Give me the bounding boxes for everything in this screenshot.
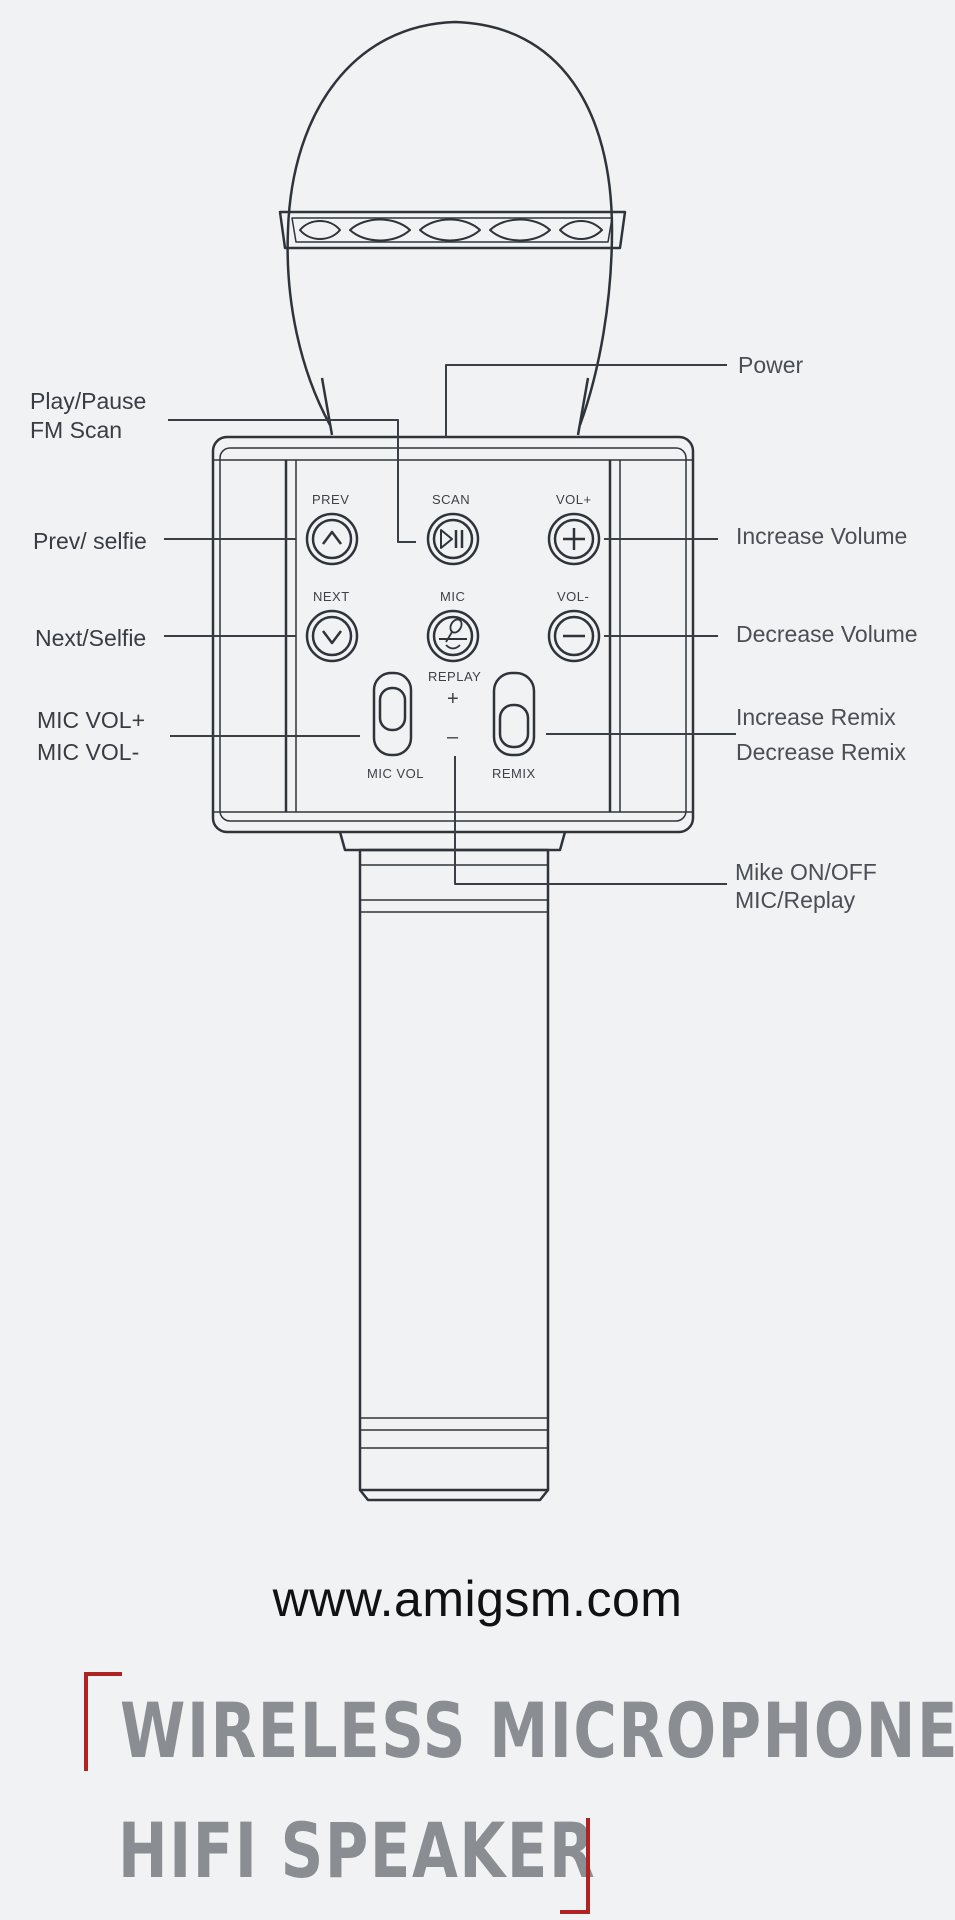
prev-button-shape — [305, 512, 359, 566]
mic-handle — [338, 831, 567, 852]
mic-ring — [278, 210, 627, 250]
scan-button-shape — [426, 512, 480, 566]
callout-decrease-volume: Decrease Volume — [736, 621, 918, 647]
mic-label: MIC — [440, 589, 466, 604]
callout-prev-selfie: Prev/ selfie — [33, 528, 147, 554]
callout-power: Power — [738, 352, 804, 378]
mic-button-shape — [426, 609, 480, 663]
control-body — [211, 435, 695, 834]
callout-fm-scan: FM Scan — [30, 417, 123, 443]
next-label: NEXT — [313, 589, 350, 604]
plus-sign: + — [447, 688, 459, 710]
ring-pattern — [299, 218, 603, 242]
mic-ring-inner — [291, 217, 613, 243]
vol-minus-label: VOL- — [557, 589, 590, 604]
mic-vol-label: MIC VOL — [367, 766, 424, 781]
mic-vol-slider-shape — [372, 671, 413, 757]
title-line-2: HIFI SPEAKER — [118, 1806, 597, 1895]
bracket-bottom-right — [560, 1818, 590, 1914]
callout-decrease-remix: Decrease Remix — [736, 739, 906, 765]
leader-mic-onoff — [454, 756, 727, 885]
remix-slider-shape — [492, 671, 536, 757]
callout-increase-volume: Increase Volume — [736, 523, 908, 549]
scan-label: SCAN — [432, 492, 471, 507]
vol-minus-button-shape — [547, 609, 601, 663]
website-url: www.amigsm.com — [272, 1571, 683, 1627]
bracket-top-left — [84, 1672, 122, 1771]
mic-head-outline — [286, 20, 614, 426]
leader-lines — [164, 364, 736, 885]
callout-mike-on-off: Mike ON/OFF — [735, 859, 877, 885]
vol-plus-label: VOL+ — [556, 492, 592, 507]
leader-play-pause — [168, 419, 416, 543]
remix-label: REMIX — [492, 766, 536, 781]
mic-neck — [320, 377, 590, 436]
minus-sign: – — [447, 726, 459, 748]
replay-label: REPLAY — [428, 669, 482, 684]
callout-mic-replay: MIC/Replay — [735, 887, 856, 913]
title-line-1: WIRELESS MICROPHONE — [120, 1686, 955, 1775]
callout-next-selfie: Next/Selfie — [35, 625, 147, 651]
vol-plus-button-shape — [547, 512, 601, 566]
callout-mic-vol-plus: MIC VOL+ — [37, 707, 146, 733]
next-button-shape — [305, 609, 359, 663]
callout-play-pause: Play/Pause — [30, 388, 147, 414]
callout-mic-vol-minus: MIC VOL- — [37, 739, 140, 765]
prev-label: PREV — [312, 492, 350, 507]
callout-increase-remix: Increase Remix — [736, 704, 896, 730]
leader-power — [445, 364, 727, 437]
